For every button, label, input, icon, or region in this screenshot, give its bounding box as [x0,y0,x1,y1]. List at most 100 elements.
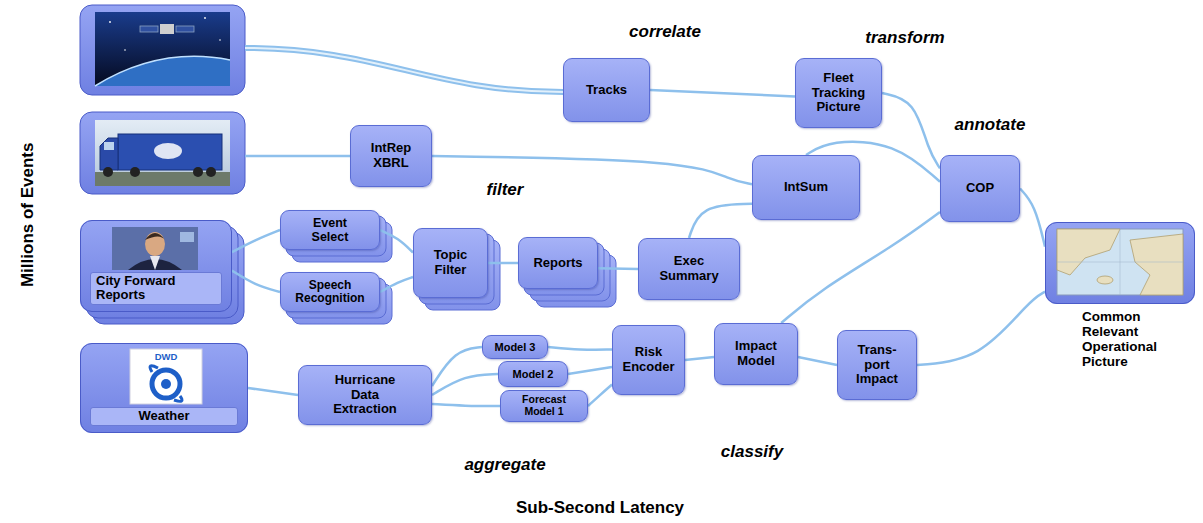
box-label: Speech Recognition [288,279,372,306]
process-box: Reports [518,237,598,289]
box-label: Weather [90,407,238,426]
studio-screen [180,232,194,242]
box-label: Common Relevant Operational Picture [1082,309,1182,369]
map-output [1045,222,1195,304]
axis-label: Millions of Events [18,143,38,288]
flow-connector [568,367,612,374]
flow-connector [798,357,837,365]
trailer-logo [154,143,182,159]
swirl-tail [174,396,182,401]
star-dot [124,49,126,51]
truck-source [80,112,245,194]
earth-rim [95,56,230,86]
flow-connector [685,357,714,360]
flow-connector [781,212,940,323]
star-dot [109,21,111,23]
satellite-feed-core [245,48,563,92]
output-panel [1045,222,1195,304]
flow-connector [432,404,500,406]
map-land [1057,229,1120,275]
process-box: IntRep XBRL [350,125,432,187]
process-box: Tracks [563,58,650,122]
stage-label: correlate [629,22,701,42]
truck-wheel [193,167,203,177]
flow-connector [232,230,280,252]
source-panel [80,5,245,95]
process-box: Risk Encoder [612,325,685,395]
presenter-head [145,232,165,256]
source-panel [80,343,248,433]
sky-image [95,120,230,186]
flow-connector [689,204,752,238]
flow-connector [488,262,518,265]
solar-panel [176,26,194,32]
satellite-feed [245,48,563,92]
source-panel [80,112,245,194]
box-label: COP [966,181,994,196]
truck-window [104,142,114,150]
studio-image [112,227,198,270]
truck-cab [100,138,118,170]
process-box: Topic Filter [413,228,488,298]
box-label: Event Select [300,216,360,244]
box-label: Fleet Tracking Picture [803,71,875,115]
stage-label: classify [721,442,783,462]
process-box: Impact Model [714,323,798,385]
box-label: Forecast Model 1 [516,394,572,418]
source-box: City Forward Reports [80,220,232,312]
flow-connector [248,388,298,395]
presenter-shirt [150,256,160,270]
star-dot [219,39,221,41]
flow-connector [432,374,498,395]
stage-label: filter [487,180,524,200]
reports-source [80,220,244,324]
stage-label: aggregate [464,455,545,475]
axis-label: Sub-Second Latency [516,498,684,518]
process-box: Event Select [280,210,380,250]
process-box: Speech Recognition [280,272,380,312]
process-box: Fleet Tracking Picture [795,58,882,128]
picture-box: Common Relevant Operational Picture [1045,222,1195,304]
process-box: Model 3 [482,335,548,359]
process-box: Forecast Model 1 [500,390,588,422]
flow-connector [380,277,413,292]
box-label: IntRep XBRL [363,141,419,170]
truck-wheel [206,167,216,177]
flow-connector [598,267,638,270]
flow-connector [917,292,1045,365]
box-label: Model 3 [495,341,536,353]
satellite-body [160,24,174,34]
presenter-hair [145,233,165,240]
logo-plate [130,349,202,404]
logo-text: DWD [155,352,178,363]
process-box: Hurricane Data Extraction [298,365,432,425]
connector-group [232,90,1045,406]
source-panel [80,220,232,312]
box-label: Risk Encoder [618,345,680,374]
map-island [1097,276,1113,284]
truck-wheel [130,167,140,177]
swirl-ring [152,370,180,398]
box-label: Impact Model [725,339,787,368]
box-label: Hurricane Data Extraction [324,373,406,417]
space-image [95,12,230,86]
map-grid [1057,229,1183,295]
solar-panel [140,26,158,32]
box-label: Trans- port Impact [851,343,903,387]
flow-connector [1020,189,1045,247]
flow-connector [548,347,612,350]
map-sea [1057,229,1183,295]
flow-connector [588,385,612,407]
process-box: IntSum [752,155,860,220]
box-label: Reports [533,256,582,271]
swirl-tail [150,366,158,372]
earth-shape [95,56,230,86]
process-box: Trans- port Impact [837,330,917,400]
truck-wheel [103,167,113,177]
flow-connector [432,156,752,184]
stage-label: annotate [955,115,1026,135]
satellite-source [80,5,245,95]
stage-label: transform [865,28,944,48]
box-label: Topic Filter [425,248,477,277]
